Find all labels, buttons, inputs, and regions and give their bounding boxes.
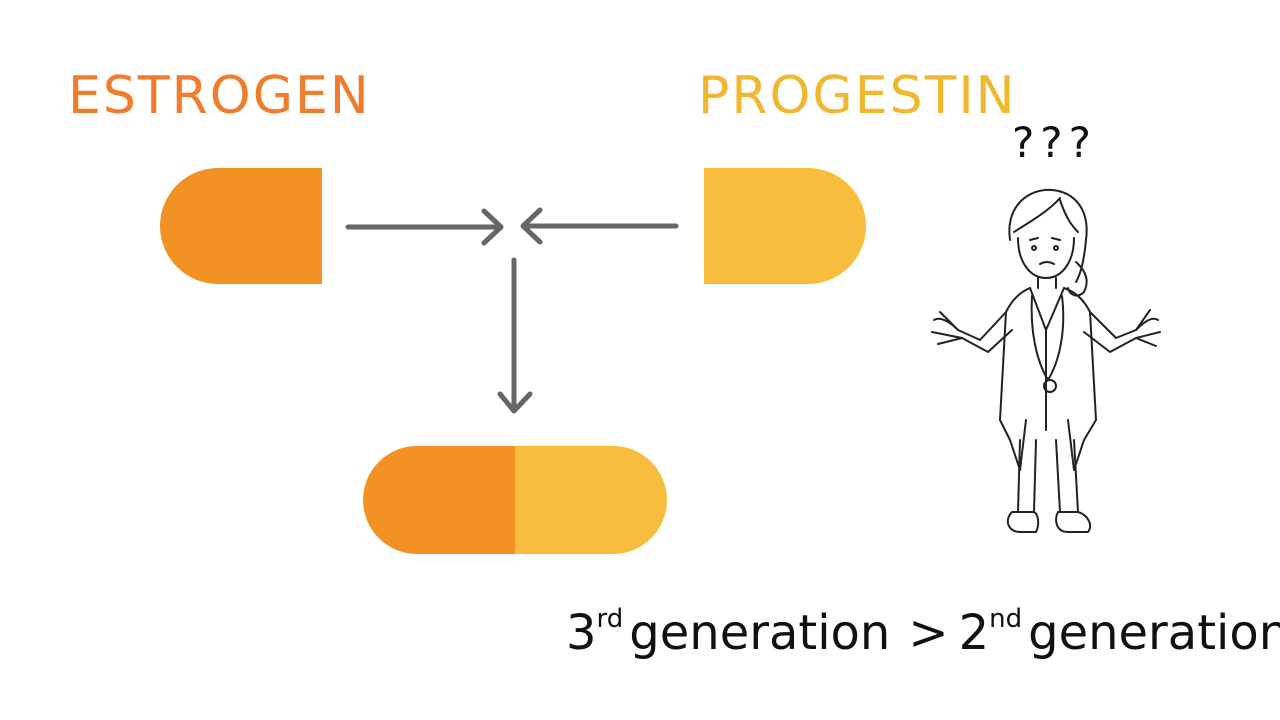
- right-generation-word: generation: [1028, 605, 1280, 661]
- right-generation-number: 2: [958, 605, 990, 661]
- progestin-label: PROGESTIN: [698, 66, 1017, 126]
- confused-doctor-icon: [931, 188, 1161, 533]
- left-generation-suffix: rd: [596, 604, 624, 634]
- left-generation-word: generation: [629, 605, 891, 661]
- arrow-left-icon: [520, 207, 679, 245]
- right-generation-suffix: nd: [989, 604, 1023, 634]
- arrow-down-icon: [497, 257, 533, 414]
- left-generation-number: 3: [566, 605, 597, 661]
- progestin-pill-half: [704, 168, 866, 284]
- question-marks: ???: [1012, 118, 1097, 167]
- estrogen-pill-half: [160, 168, 322, 284]
- estrogen-label: ESTROGEN: [68, 66, 371, 126]
- arrow-right-icon: [345, 208, 504, 246]
- greater-than-operator: >: [908, 605, 949, 661]
- combined-pill: [363, 446, 667, 554]
